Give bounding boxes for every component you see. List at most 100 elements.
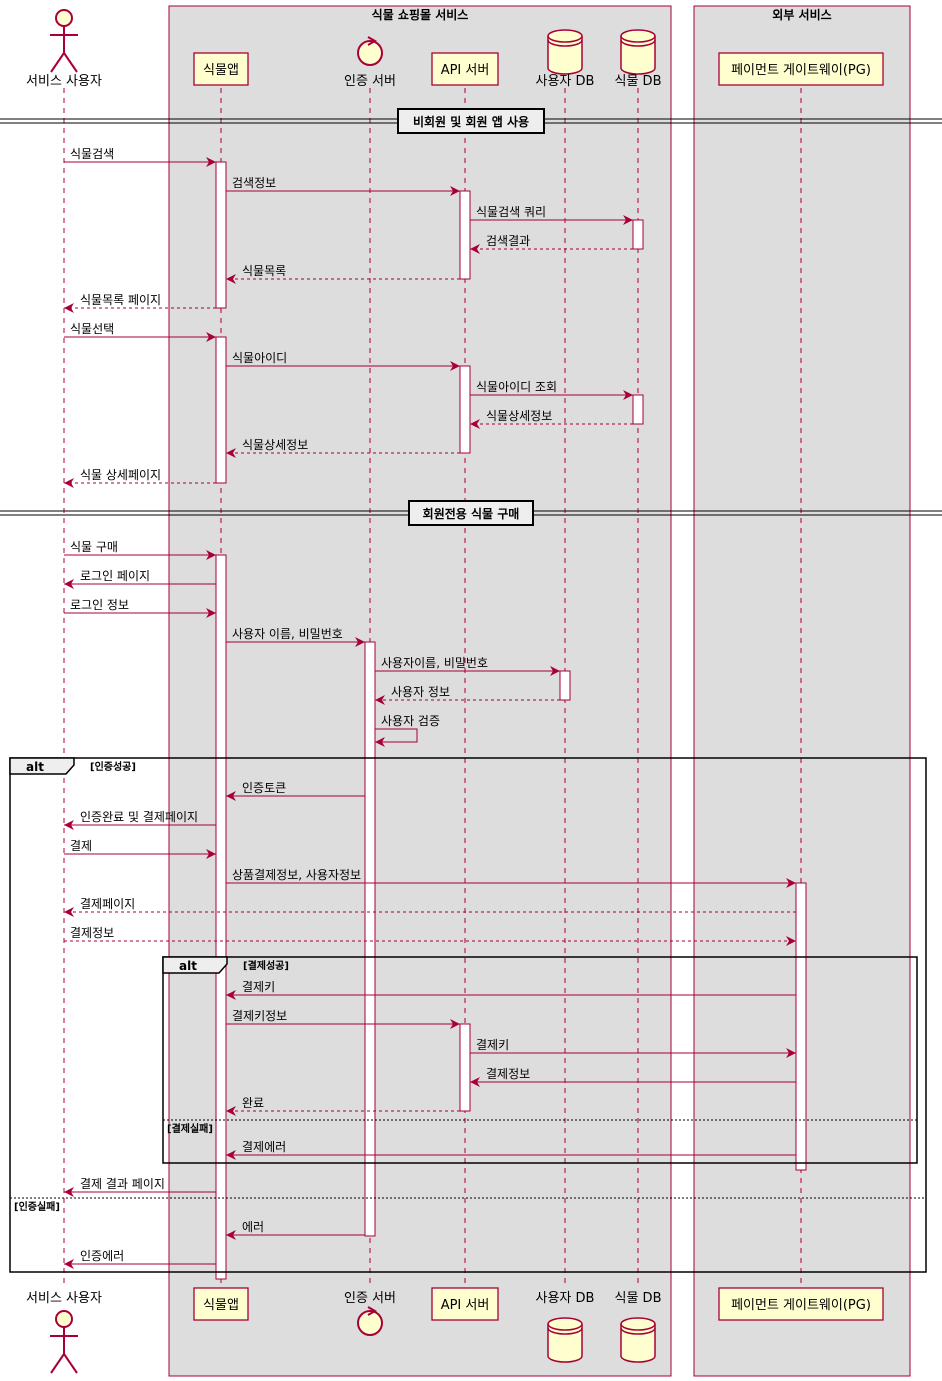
message-21: 인증완료 및 결제페이지	[64, 810, 216, 830]
fragment-alt-auth: alt[인증성공][인증실패]	[9, 757, 927, 1273]
message-26: 결제키	[226, 980, 796, 1000]
activation-userdb	[559, 670, 571, 701]
message-label: 식물검색	[70, 147, 114, 161]
message-20: 인증토큰	[226, 781, 365, 801]
message-8: 식물아이디	[226, 351, 460, 371]
message-17: 사용자이름, 비밀번호	[375, 656, 560, 676]
control-icon	[357, 1310, 383, 1336]
box-title-external: 외부 서비스	[772, 7, 831, 22]
participant-pg-top: 페이먼트 게이트웨이(PG)	[718, 52, 884, 86]
participant-label: 페이먼트 게이트웨이(PG)	[731, 1298, 871, 1313]
participant-app-bottom: 식물앱	[193, 1287, 249, 1321]
message-label: 사용자이름, 비밀번호	[381, 656, 488, 670]
fragment-keyword: alt	[26, 760, 44, 774]
message-label: 결제에러	[242, 1140, 286, 1154]
participant-app-top: 식물앱	[193, 52, 249, 86]
activation-api	[459, 190, 471, 280]
control-icon	[357, 40, 383, 66]
message-label: 결제 결과 페이지	[80, 1177, 165, 1191]
activation-app	[215, 336, 227, 484]
participant-box	[718, 52, 884, 86]
fragment-keyword-tab	[162, 956, 228, 974]
participant-box	[193, 1287, 249, 1321]
participant-api-top: API 서버	[431, 52, 499, 86]
divider-label: 비회원 및 회원 앱 사용	[413, 114, 529, 129]
message-28: 결제키	[470, 1038, 796, 1058]
activation-auth	[364, 641, 376, 1237]
fragment-guard: [결제성공]	[243, 959, 289, 972]
message-5: 식물목록	[226, 264, 460, 284]
participant-label: 페이먼트 게이트웨이(PG)	[731, 63, 871, 78]
participant-box	[431, 52, 499, 86]
message-label: 완료	[242, 1096, 264, 1110]
message-19: 사용자 검증	[375, 714, 440, 747]
message-10: 식물상세정보	[470, 409, 633, 429]
participant-label: 식물 DB	[615, 1291, 662, 1306]
message-6: 식물목록 페이지	[64, 293, 216, 313]
message-32: 결제 결과 페이지	[64, 1177, 216, 1197]
participant-label: 인증 서버	[344, 1291, 396, 1306]
participant-box	[431, 1287, 499, 1321]
participant-label: 인증 서버	[344, 74, 396, 89]
activation-plantdb	[632, 219, 644, 250]
box-title-shop: 식물 쇼핑몰 서비스	[372, 7, 469, 22]
participant-plantdb-top: 식물 DB	[615, 29, 662, 89]
participant-auth-bottom: 인증 서버	[344, 1291, 396, 1336]
participant-label: API 서버	[441, 1298, 490, 1313]
activation-app	[215, 161, 227, 309]
message-3: 식물검색 쿼리	[470, 205, 633, 225]
message-label: 식물선택	[70, 322, 114, 336]
message-label: 식물아이디 조회	[476, 380, 557, 394]
message-33: 에러	[226, 1220, 365, 1240]
participant-label: 식물 DB	[615, 74, 662, 89]
message-label: 식물아이디	[232, 351, 287, 365]
participant-label: 사용자 DB	[536, 74, 595, 89]
participant-label: 식물앱	[203, 63, 239, 78]
database-icon	[547, 29, 583, 75]
message-2: 검색정보	[226, 176, 460, 196]
message-34: 인증에러	[64, 1249, 216, 1269]
fragment-else-guard: [결제실패]	[167, 1122, 213, 1135]
message-27: 결제키정보	[226, 1009, 460, 1029]
message-label: 로그인 페이지	[80, 569, 150, 583]
message-label: 상품결제정보, 사용자정보	[232, 868, 361, 882]
message-label: 인증완료 및 결제페이지	[80, 810, 198, 824]
message-7: 식물선택	[64, 322, 216, 342]
message-label: 인증토큰	[242, 781, 286, 795]
participant-box	[193, 52, 249, 86]
message-9: 식물아이디 조회	[470, 380, 633, 400]
message-13: 식물 구매	[64, 540, 216, 560]
divider-label-box	[408, 500, 534, 526]
message-label: 결제	[70, 839, 92, 853]
message-label: 식물상세정보	[486, 409, 552, 423]
actor-icon	[50, 9, 78, 73]
message-31: 결제에러	[226, 1140, 796, 1160]
message-29: 결제정보	[470, 1067, 796, 1087]
message-label: 식물검색 쿼리	[476, 205, 546, 219]
fragment-else-guard: [인증실패]	[14, 1200, 60, 1213]
fragment-keyword-tab	[9, 757, 75, 775]
message-15: 로그인 정보	[64, 598, 216, 618]
database-icon	[620, 1317, 656, 1363]
participant-userdb-top: 사용자 DB	[536, 29, 595, 89]
fragment-alt-pay: alt [결제성공] [결제실패]	[162, 956, 918, 1164]
message-1: 식물검색	[64, 147, 216, 167]
divider-d1: 비회원 및 회원 앱 사용	[0, 108, 942, 134]
message-label: 결제키	[476, 1038, 509, 1052]
fragment-keyword: alt	[179, 959, 197, 973]
message-12: 식물 상세페이지	[64, 468, 216, 488]
message-label: 결제페이지	[80, 897, 135, 911]
message-label: 사용자 정보	[391, 685, 450, 699]
participant-plantdb-bottom: 식물 DB	[615, 1291, 662, 1363]
message-11: 식물상세정보	[226, 438, 460, 458]
database-icon	[547, 1317, 583, 1363]
participant-box	[718, 1287, 884, 1321]
database-icon	[620, 29, 656, 75]
divider-d2: 회원전용 식물 구매	[0, 500, 942, 526]
message-label: 사용자 검증	[381, 714, 440, 728]
message-label: 식물목록	[242, 264, 286, 278]
activation-pg	[795, 882, 807, 1171]
actor-icon	[50, 1310, 78, 1374]
activation-app	[215, 554, 227, 1280]
participant-label: API 서버	[441, 63, 490, 78]
